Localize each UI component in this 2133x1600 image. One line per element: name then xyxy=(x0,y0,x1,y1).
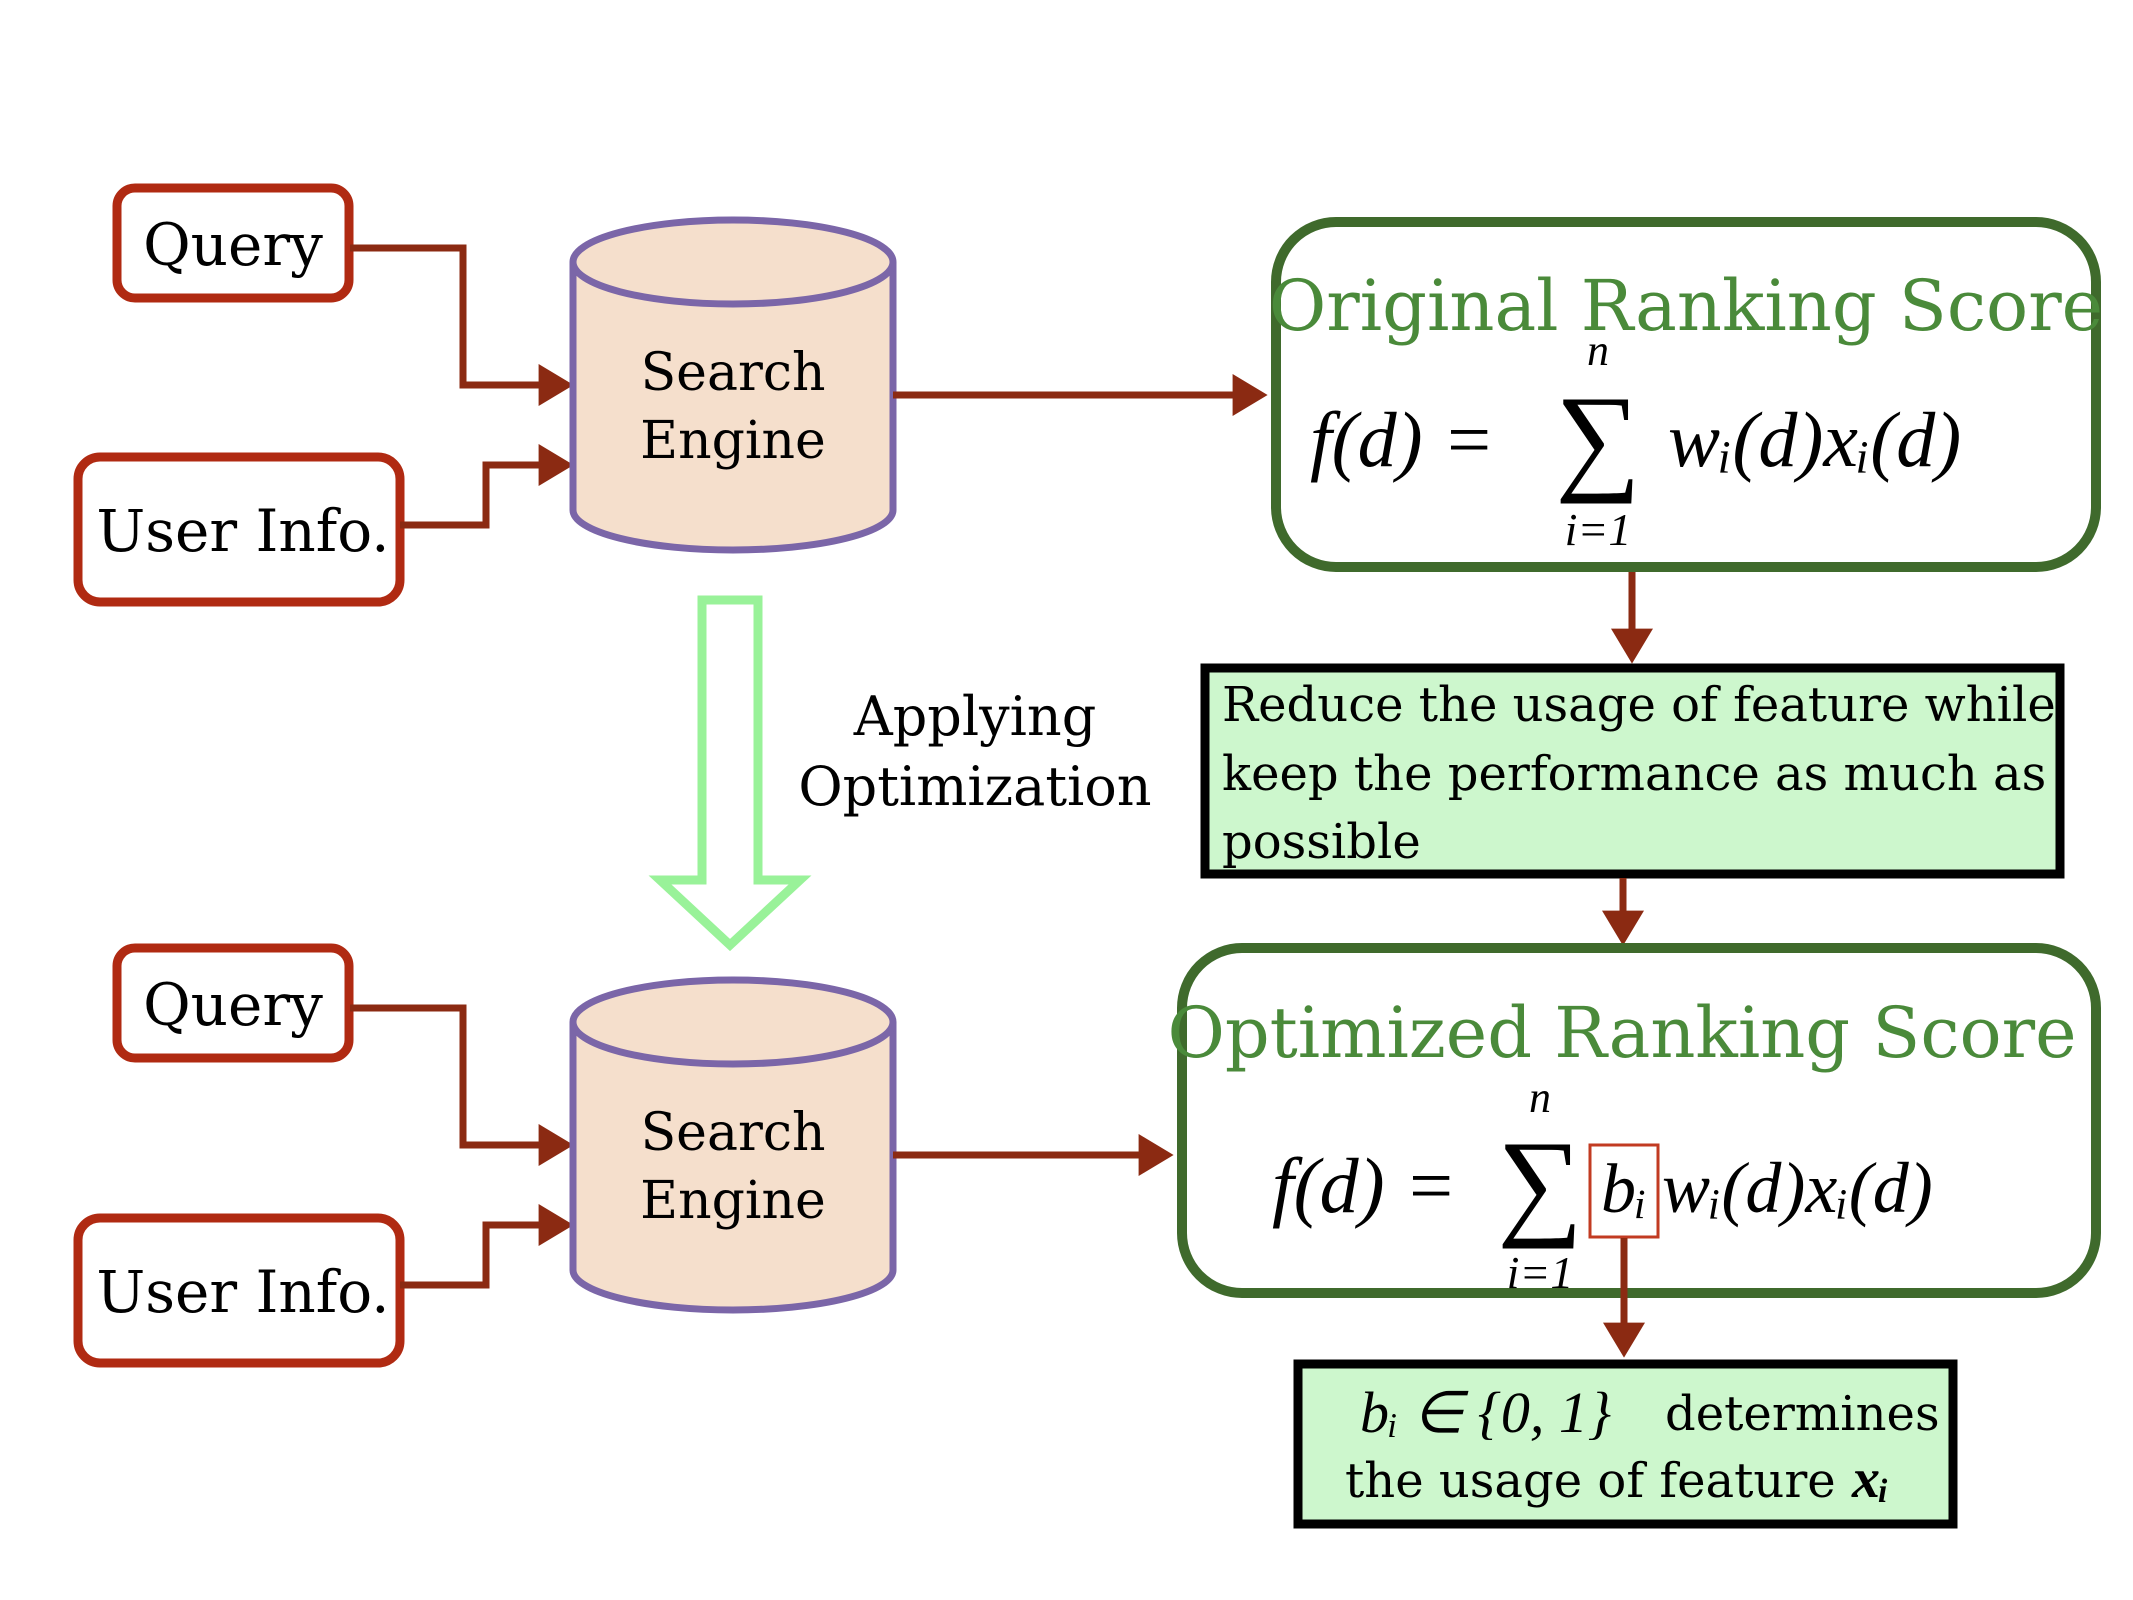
reduce-note-line3: possible xyxy=(1222,814,1421,870)
bottom-query-box: Query xyxy=(112,943,354,1063)
binary-note-feature: xᵢ xyxy=(1851,1448,1890,1510)
optimized-rhs: wᵢ(d)xᵢ(d) xyxy=(1662,1148,1933,1228)
original-rhs: wᵢ(d)xᵢ(d) xyxy=(1668,396,1961,483)
bottom-user-info-box: User Info. xyxy=(73,1213,405,1368)
top-engine-line2: Engine xyxy=(640,411,826,471)
original-sum-upper: n xyxy=(1587,326,1609,375)
optimization-label: Optimization xyxy=(798,755,1151,818)
top-search-engine-cylinder: Search Engine xyxy=(569,216,897,554)
original-sum-lower: i=1 xyxy=(1565,504,1632,555)
b-highlight-box xyxy=(1588,1143,1660,1239)
top-engine-line1: Search xyxy=(641,343,826,403)
optimized-sum-lower: i=1 xyxy=(1507,1247,1574,1298)
top-query-box: Query xyxy=(112,183,354,303)
reduce-note-line2: keep the performance as much as xyxy=(1222,746,2046,802)
binary-note-box: bᵢ ∈ {0, 1} determines the usage of feat… xyxy=(1293,1359,1958,1529)
bottom-engine-line1: Search xyxy=(641,1103,826,1163)
bottom-search-engine-cylinder: Search Engine xyxy=(569,976,897,1314)
bottom-user-info-label: User Info. xyxy=(96,1258,389,1326)
applying-label: Applying xyxy=(853,685,1097,748)
optimization-arrow-icon xyxy=(648,595,812,952)
bottom-query-connector xyxy=(350,1004,574,1166)
bottom-query-label: Query xyxy=(143,971,323,1039)
reduce-note-box: Reduce the usage of feature while keep t… xyxy=(1200,663,2065,879)
original-lhs: f(d) = xyxy=(1310,396,1495,483)
optimized-sum-upper: n xyxy=(1529,1073,1551,1122)
optimized-lhs: f(d) = xyxy=(1272,1142,1457,1229)
original-score-title: Original Ranking Score xyxy=(1269,265,2103,347)
original-score-box: Original Ranking Score f(d) = n ∑ i=1 wᵢ… xyxy=(1269,217,2103,572)
binary-note-line2: the usage of feature xyxy=(1345,1453,1836,1509)
top-user-info-box: User Info. xyxy=(73,452,405,607)
binary-note-line1-rest: determines xyxy=(1665,1386,1940,1442)
top-query-connector xyxy=(350,244,574,406)
bottom-engine-line2: Engine xyxy=(640,1171,826,1231)
original-sum-sign: ∑ xyxy=(1555,371,1641,504)
top-user-connector xyxy=(400,444,574,529)
top-query-label: Query xyxy=(143,211,323,279)
optimized-sum-sign: ∑ xyxy=(1497,1116,1583,1249)
bottom-user-connector xyxy=(400,1204,574,1289)
optimized-score-box: Optimized Ranking Score f(d) = n ∑ i=1 b… xyxy=(1167,943,2101,1298)
optimized-score-title: Optimized Ranking Score xyxy=(1167,992,2076,1074)
optimized-highlight-term: bᵢ xyxy=(1601,1151,1647,1228)
top-user-info-label: User Info. xyxy=(96,497,389,565)
reduce-note-line1: Reduce the usage of feature while xyxy=(1222,677,2056,733)
binary-note-expr: bᵢ ∈ {0, 1} xyxy=(1360,1380,1611,1445)
